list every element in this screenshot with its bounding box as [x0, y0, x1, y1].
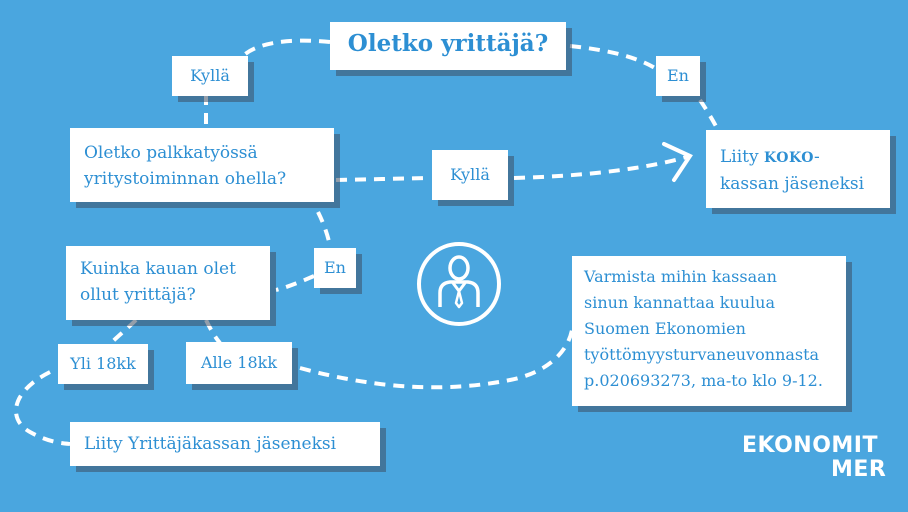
info-line-4: työttömyysturvaneuvonnasta	[584, 345, 820, 364]
result-yrittajakassa-text: Liity Yrittäjäkassan jäseneksi	[84, 434, 337, 454]
question-entrepreneur-text: Oletko yrittäjä?	[347, 30, 549, 57]
connector-top-right	[569, 44, 660, 72]
answer-yes-top-text: Kyllä	[190, 66, 230, 85]
connector-en-to-q3	[275, 274, 315, 292]
info-line-3: Suomen Ekonomien	[584, 319, 746, 338]
answer-no-top: En	[656, 56, 700, 96]
connector-q2-to-kylla	[335, 176, 431, 182]
answer-over-18-text: Yli 18kk	[70, 354, 136, 373]
question-duration-line2: ollut yrittäjä?	[80, 285, 196, 305]
connector-alle-to-info	[299, 329, 574, 390]
question-duration-line1: Kuinka kauan olet	[80, 259, 236, 279]
answer-under-18: Alle 18kk	[186, 342, 292, 384]
info-line-2: sinun kannattaa kuulua	[584, 293, 775, 312]
result-koko-brand: KOKO	[764, 150, 814, 166]
info-line-5: p.020693273, ma-to klo 9-12.	[584, 371, 823, 390]
question-employed-line1: Oletko palkkatyössä	[84, 143, 258, 163]
logo-line1: EKONOMIT	[742, 433, 878, 458]
ekonomit-logo: EKONOMIT MER	[742, 434, 886, 482]
info-line-1: Varmista mihin kassaan	[584, 267, 777, 286]
question-entrepreneur: Oletko yrittäjä?	[330, 22, 566, 70]
connector-q3-to-alle	[204, 319, 222, 345]
result-yrittajakassa: Liity Yrittäjäkassan jäseneksi	[70, 422, 380, 466]
result-koko: Liity KOKO- kassan jäseneksi	[706, 130, 890, 208]
question-duration: Kuinka kauan olet ollut yrittäjä?	[66, 246, 270, 320]
result-koko-suffix: -	[814, 147, 820, 167]
result-koko-line2: kassan jäseneksi	[720, 174, 865, 194]
answer-yes-top: Kyllä	[172, 56, 248, 96]
result-koko-prefix: Liity	[720, 147, 765, 167]
answer-yes-middle-text: Kyllä	[450, 165, 490, 184]
answer-over-18: Yli 18kk	[58, 344, 148, 384]
answer-no-middle-text: En	[324, 258, 346, 277]
info-box: Varmista mihin kassaan sinun kannattaa k…	[572, 256, 846, 406]
answer-no-top-text: En	[667, 66, 689, 85]
connector-top-left	[236, 38, 331, 64]
result-koko-line1: Liity KOKO-	[720, 144, 890, 171]
question-employed: Oletko palkkatyössä yritystoiminnan ohel…	[70, 128, 334, 202]
connector-kylla-to-koko	[513, 154, 691, 180]
answer-yes-middle: Kyllä	[432, 150, 508, 200]
arrowhead-koko	[662, 142, 693, 182]
answer-under-18-text: Alle 18kk	[200, 353, 278, 372]
connector-yli-to-result	[14, 370, 71, 446]
connector-q2-to-en	[316, 211, 332, 247]
logo-line2: MER	[831, 457, 887, 482]
question-employed-line2: yritystoiminnan ohella?	[84, 169, 287, 189]
connector-q3-to-yli	[108, 318, 138, 346]
connector-no-to-koko	[698, 98, 722, 135]
answer-no-middle: En	[314, 248, 356, 288]
person-with-tie-icon	[417, 242, 501, 326]
